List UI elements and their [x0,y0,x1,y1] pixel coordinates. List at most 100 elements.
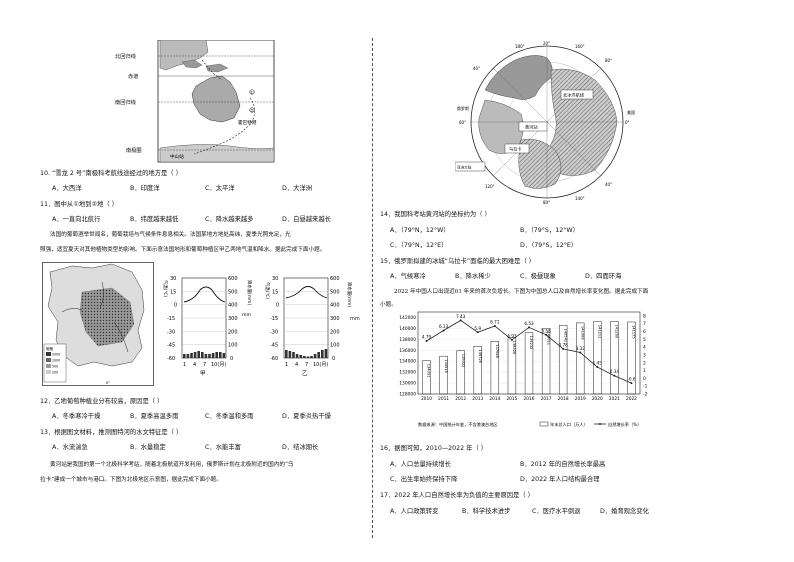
y-right-tick: 7 [643,321,646,327]
q10-option-d[interactable]: D．大洋洲 [282,185,313,192]
growth-rate-point [476,331,479,334]
growth-rate-label: 3.78 [558,342,568,347]
jia-temp-label-svg: 气温(℃) [162,280,169,297]
q12-stem: 12．乙地葡萄种植业分布较高，原因是（ ） [40,398,164,405]
y-right-tick: 5 [643,337,646,343]
growth-rate-point [459,319,462,322]
growth-rate-point [613,374,616,377]
q16-option-a[interactable]: A．人口总量持续增长 [390,461,451,468]
x-tick-label: 2020 [592,396,603,402]
yi-month-10: 10(月) [313,362,328,368]
yi-precip-tick-4: 200 [330,329,340,335]
arctic-deg-9: 180° [515,44,525,49]
q16-option-b[interactable]: B．2012 年的自然增长率最高 [520,461,606,468]
passage2-line2: 拉卡”建成一个城市与港口。下图为北极地区示意图，据此完成下面小题。 [40,477,222,483]
q14-option-a[interactable]: A．（79°N，12°W） [390,227,450,234]
growth-rate-label: 5.9 [474,326,481,331]
q12-option-b[interactable]: B．夏季高温多雨 [130,413,179,420]
route-map-svg: ① ② 北回归线 赤道 南回归线 南极圈 霍巴特港 中山站 [115,39,275,163]
growth-rate-label: 4.93 [507,333,517,338]
q17-stem: 17．2022 年人口自然增长率为负值的主要原因是（ ） [380,492,534,499]
q17-option-b[interactable]: B．科学技术进步 [462,508,511,515]
legend-bar-label: 年末总人口（万人） [550,421,588,428]
growth-rate-label: 6.71 [490,319,500,324]
jia-precip-tick-2: 400 [228,303,238,309]
y-right-tick: 4 [643,345,646,351]
population-bar-label: 137646 [495,344,499,358]
climate-chart-yi: 气温(℃) 30 15 0 -15 -30 -45 -60 600 500 40… [262,272,366,394]
q11-option-d[interactable]: D．白昼越来越长 [282,216,331,223]
q14-option-c[interactable]: C．（79°N，12°E） [390,242,448,249]
x-tick-label: 2013 [472,396,483,402]
growth-rate-point [493,324,496,327]
q14-option-b[interactable]: B．（79°S，12°W） [520,227,579,234]
x-tick-label: 2022 [626,396,637,402]
q10-option-b[interactable]: B．印度洋 [130,185,160,192]
yi-precip-tick-3: 300 [330,316,340,322]
q11-option-a[interactable]: A．一直向北航行 [52,216,101,223]
growth-rate-point [579,351,582,354]
jia-month-4: 4 [193,362,196,368]
q15-stem: 15．俄罗斯拟建的冰城“乌拉卡”面临的最大困难是（ ） [380,258,536,265]
q10-option-c[interactable]: C．太平洋 [205,185,235,192]
jia-month-7: 7 [203,362,206,368]
legend-item-3: 500 [52,365,58,369]
q17-option-c[interactable]: C．医疗水平倒退 [532,508,581,515]
yi-temp-label: 气温(℃) [264,282,271,299]
q16-option-d[interactable]: D．2022 年人口结构最合理 [520,476,600,483]
q15-option-a[interactable]: A．气候寒冷 [390,273,426,280]
jia-temp-tick-6: -60 [167,356,175,362]
x-tick-label: 2015 [506,396,517,402]
q12-option-a[interactable]: A．冬季寒冷干燥 [52,413,101,420]
jia-month-1: 1 [183,362,186,368]
q11-option-c[interactable]: C．降水越来越多 [205,216,254,223]
jia-precip-tick-6: 0 [230,356,233,362]
yi-precip-tick-6: 0 [332,356,335,362]
growth-rate-point [442,329,445,332]
q17-option-a[interactable]: A．人口政策转变 [390,508,439,515]
passage3-line2: 小题。 [380,302,397,308]
route-map: ① ② 北回归线 赤道 南回归线 南极圈 霍巴特港 中山站 [110,39,275,165]
climate-chart-yi-svg: 气温(℃) 30 15 0 -15 -30 -45 -60 600 500 40… [264,276,353,377]
y-right-tick: -1 [643,384,648,390]
q10-option-a[interactable]: A．大西洋 [52,185,82,192]
arctic-deg-0: 20° [543,41,550,46]
y-right-tick: -2 [643,392,648,398]
q12-option-d[interactable]: D．夏季炎热干燥 [282,413,331,420]
place-label-zhongshan: 中山站 [170,153,184,160]
q14-option-d[interactable]: D．（79°S，12°E） [520,242,578,249]
q12-option-c[interactable]: C．冬季温和多雨 [205,413,254,420]
yi-caption: 乙 [302,370,308,377]
x-tick-label: 2021 [609,396,620,402]
q11-option-b[interactable]: B．纬度越来越低 [130,216,179,223]
population-chart-svg: 1420001400001380001360001340001320001300… [399,311,648,428]
yi-month-1: 1 [285,362,288,368]
map2-lat-label: 0° [106,381,110,385]
yi-temp-tick-0: 30 [272,276,278,282]
q15-option-b[interactable]: B．降水稀少 [455,273,491,280]
population-bar-label: 138326 [512,341,516,355]
yi-temp-tick-2: 0 [276,303,279,309]
jia-temp-tick-3: -15 [167,316,175,322]
y-left-tick: 130000 [399,381,416,387]
q13-option-a[interactable]: A．水流湍急 [52,444,88,451]
q15-option-d[interactable]: D．四面环海 [585,273,622,280]
q15-option-c[interactable]: C．极昼现象 [520,273,556,280]
q13-option-d[interactable]: D．结冰期长 [282,444,319,451]
growth-rate-point [545,333,548,336]
growth-rate-point [630,382,633,385]
yi-temp-tick-6: -60 [270,356,278,362]
population-bar-label: 139232 [529,336,533,350]
growth-rate-label: 3.32 [576,346,586,351]
arctic-deg-10: 140° [575,196,585,201]
q13-option-c[interactable]: C．水能丰富 [205,444,241,451]
q17-option-d[interactable]: D．婚育观念变化 [600,508,649,515]
arctic-deg-7: 120° [485,184,495,189]
population-bar-label: 134091 [427,364,431,378]
growth-rate-label: 4.79 [422,334,432,339]
jia-caption: 甲 [200,370,206,377]
q16-option-c[interactable]: C．出生率始终保持下降 [390,476,458,483]
q13-option-b[interactable]: B．水量稳定 [130,444,166,451]
jia-temp-tick-0: 30 [170,276,176,282]
x-tick-label: 2018 [558,396,569,402]
